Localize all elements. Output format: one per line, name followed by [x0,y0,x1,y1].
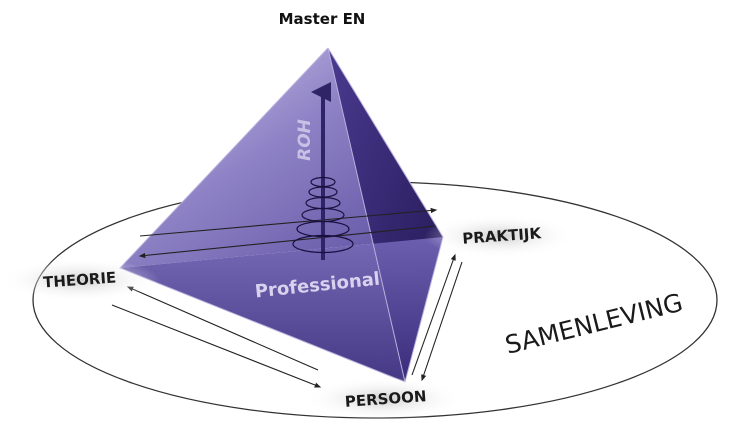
arrow-theorie-to-praktijk [139,207,438,237]
arrow-praktijk-to-persoon [421,261,463,382]
arrow-theorie-to-persoon [111,304,322,388]
corner-label-theorie: THEORIE [43,268,117,291]
corner-label-praktijk: PRAKTIJK [462,224,543,248]
pyramid-edges [119,47,444,383]
apex-label: Master EN [279,10,366,28]
corner-label-persoon: PERSOON [344,387,427,411]
arrow-persoon-to-theorie [126,286,319,371]
spiral-icon [292,176,354,254]
label-glow-persoon [304,377,464,421]
axis-label-roh: ROH [295,119,315,161]
arrow-persoon-to-praktijk [411,253,456,376]
pyramid [119,47,444,383]
arrow-praktijk-to-theorie [138,225,437,259]
context-label-samenleving: SAMENLEVING [502,288,685,360]
label-glow-praktijk [424,214,576,258]
pyramid-left-face [120,48,443,268]
label-glow-theorie [0,258,160,302]
pyramid-bottom-face [120,237,443,382]
